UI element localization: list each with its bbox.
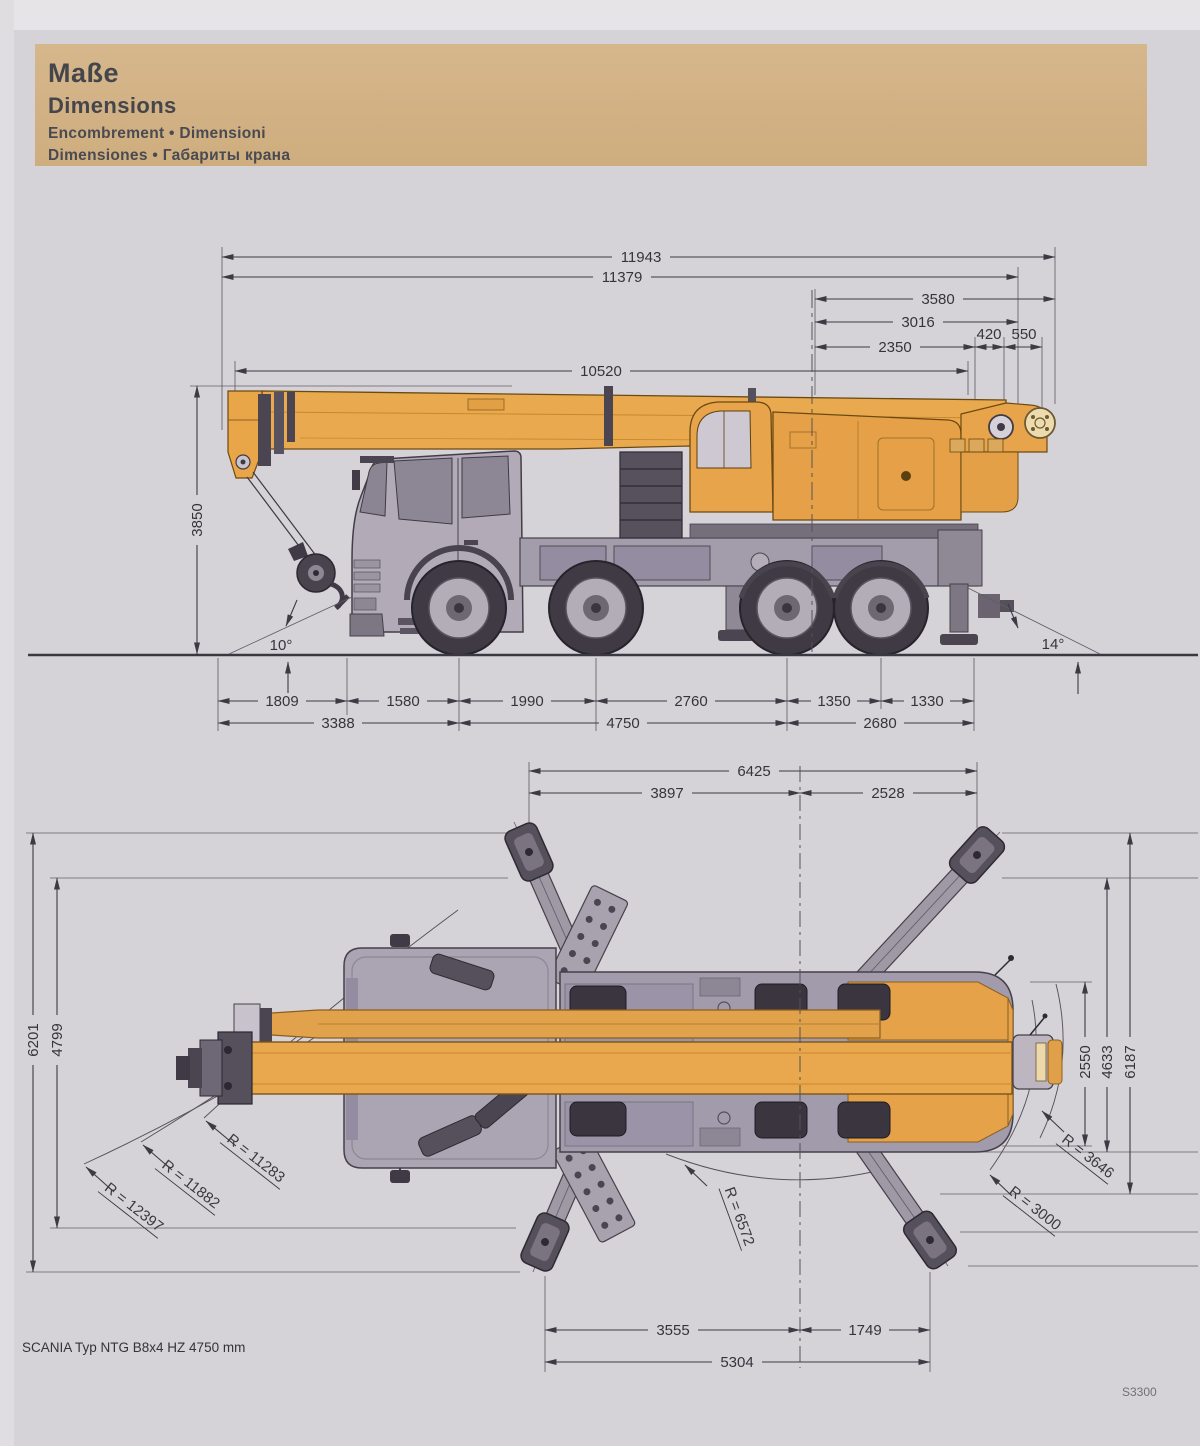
dim-6425: 6425	[737, 763, 770, 780]
mirror-icon	[352, 470, 360, 490]
wheel	[411, 560, 507, 656]
dim-overall-height: 3850	[189, 503, 206, 536]
header-subtitle-es-ru: Dimensiones • Габариты крана	[48, 147, 290, 164]
wheel	[548, 560, 644, 656]
mirror-icon	[390, 1170, 410, 1183]
header-title-en: Dimensions	[48, 93, 177, 118]
dim-420: 420	[976, 326, 1001, 343]
top-reference-lines	[26, 832, 1198, 1273]
top-outrigger-dimensions: 6425 3897 2528	[528, 762, 978, 828]
dim-rear-2350: 2350	[878, 339, 911, 356]
top-left-dimensions: 6201 4799	[25, 832, 66, 1273]
dim-1330: 1330	[910, 693, 943, 710]
dim-6187: 6187	[1122, 1045, 1139, 1078]
dim-3897: 3897	[650, 785, 683, 802]
paper-edge-left	[0, 0, 14, 1446]
dim-1749: 1749	[848, 1322, 881, 1339]
jib-top	[233, 1003, 881, 1045]
radius-label-3000: R = 3000	[1005, 1183, 1064, 1234]
hoist-cable	[246, 471, 318, 563]
radius-label-12397: R = 12397	[101, 1179, 166, 1235]
header-subtitle-fr-it: Encombrement • Dimensioni	[48, 125, 266, 142]
paper-edge-top	[0, 0, 1200, 30]
counterweight-stack	[619, 451, 683, 539]
wheel	[739, 560, 835, 656]
dim-2528: 2528	[871, 785, 904, 802]
header-title-de: Maße	[48, 58, 119, 88]
wheels-side	[404, 545, 930, 656]
dim-overall-length: 11943	[621, 249, 662, 266]
dim-1990: 1990	[510, 693, 543, 710]
dim-6201: 6201	[25, 1023, 42, 1056]
angle-rear: 14°	[1042, 636, 1065, 653]
dim-1350: 1350	[817, 693, 850, 710]
crane-top-drawing	[176, 821, 1063, 1273]
dim-4750: 4750	[606, 715, 639, 732]
footer-model-text: SCANIA Typ NTG B8x4 HZ 4750 mm	[22, 1340, 245, 1355]
rope-drum	[1024, 407, 1056, 439]
dim-rear-3580: 3580	[921, 291, 954, 308]
side-view: 11943 11379 3580 3016 2350 420 550 10520	[28, 247, 1198, 732]
top-right-dimensions: 2550 4633 6187	[1077, 832, 1139, 1195]
top-bottom-dimensions: 3555 1749 5304	[544, 1272, 931, 1372]
dim-2760: 2760	[674, 693, 707, 710]
dim-length-to-boom-pivot: 11379	[602, 269, 643, 286]
dim-3555: 3555	[656, 1322, 689, 1339]
side-bottom-dimensions: 1809 1580 1990 2760 1350 1330 3388 4750	[217, 658, 1081, 732]
dim-5304: 5304	[720, 1354, 753, 1371]
top-view: 6425 3897 2528	[25, 762, 1198, 1372]
boom-top	[176, 1031, 1013, 1105]
dim-10520: 10520	[580, 363, 622, 380]
dim-3388: 3388	[321, 715, 354, 732]
rear-drum-top	[1012, 1013, 1063, 1090]
side-height-dimension: 3850	[189, 385, 206, 655]
radius-label-11283: R = 11283	[224, 1131, 288, 1187]
radius-label-3646: R = 3646	[1058, 1131, 1117, 1182]
hook-block	[288, 542, 350, 611]
dim-4633: 4633	[1099, 1045, 1116, 1078]
wheel	[833, 560, 929, 656]
dim-2680: 2680	[863, 715, 896, 732]
dim-2550: 2550	[1077, 1045, 1094, 1078]
dim-1809: 1809	[265, 693, 298, 710]
radius-label-11882: R = 11882	[159, 1157, 223, 1213]
crane-side-drawing	[227, 290, 1056, 656]
header-band: Maße Dimensions Encombrement • Dimension…	[35, 44, 1147, 166]
sun-visor	[360, 456, 394, 463]
dim-4799: 4799	[49, 1023, 66, 1056]
angle-front: 10°	[270, 637, 293, 654]
footer-code: S3300	[1122, 1385, 1157, 1399]
radius-label-6572: R = 6572	[721, 1185, 758, 1248]
approach-angles: 10° 14°	[228, 587, 1101, 655]
dim-550: 550	[1011, 326, 1036, 343]
superstructure-side	[689, 401, 1056, 521]
dim-rear-3016: 3016	[901, 314, 934, 331]
dim-1580: 1580	[386, 693, 419, 710]
side-top-dimensions: 11943 11379 3580 3016 2350 420 550 10520	[221, 249, 1056, 380]
boom-head-side	[227, 390, 295, 479]
